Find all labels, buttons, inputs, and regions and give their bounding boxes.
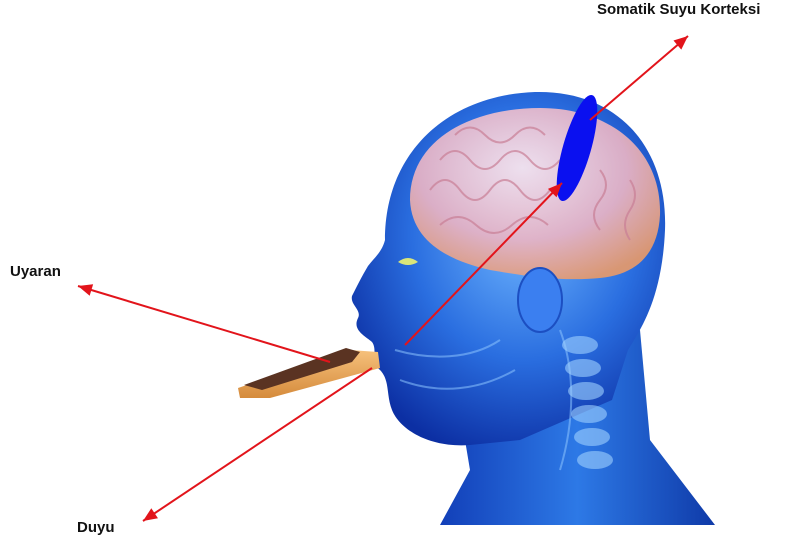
arrow-to-sense-label bbox=[143, 368, 372, 521]
arrow-mouth-to-cortex bbox=[405, 183, 562, 345]
arrow-to-cortex-label bbox=[590, 36, 688, 120]
arrow-to-sense-label-head bbox=[143, 508, 158, 521]
arrow-to-stimulus-label bbox=[78, 286, 330, 362]
sense-label: Duyu bbox=[77, 519, 115, 536]
cortex-label: Somatik Suyu Korteksi bbox=[597, 1, 760, 18]
stimulus-label: Uyaran bbox=[10, 263, 61, 280]
arrow-to-stimulus-label-head bbox=[78, 284, 93, 295]
